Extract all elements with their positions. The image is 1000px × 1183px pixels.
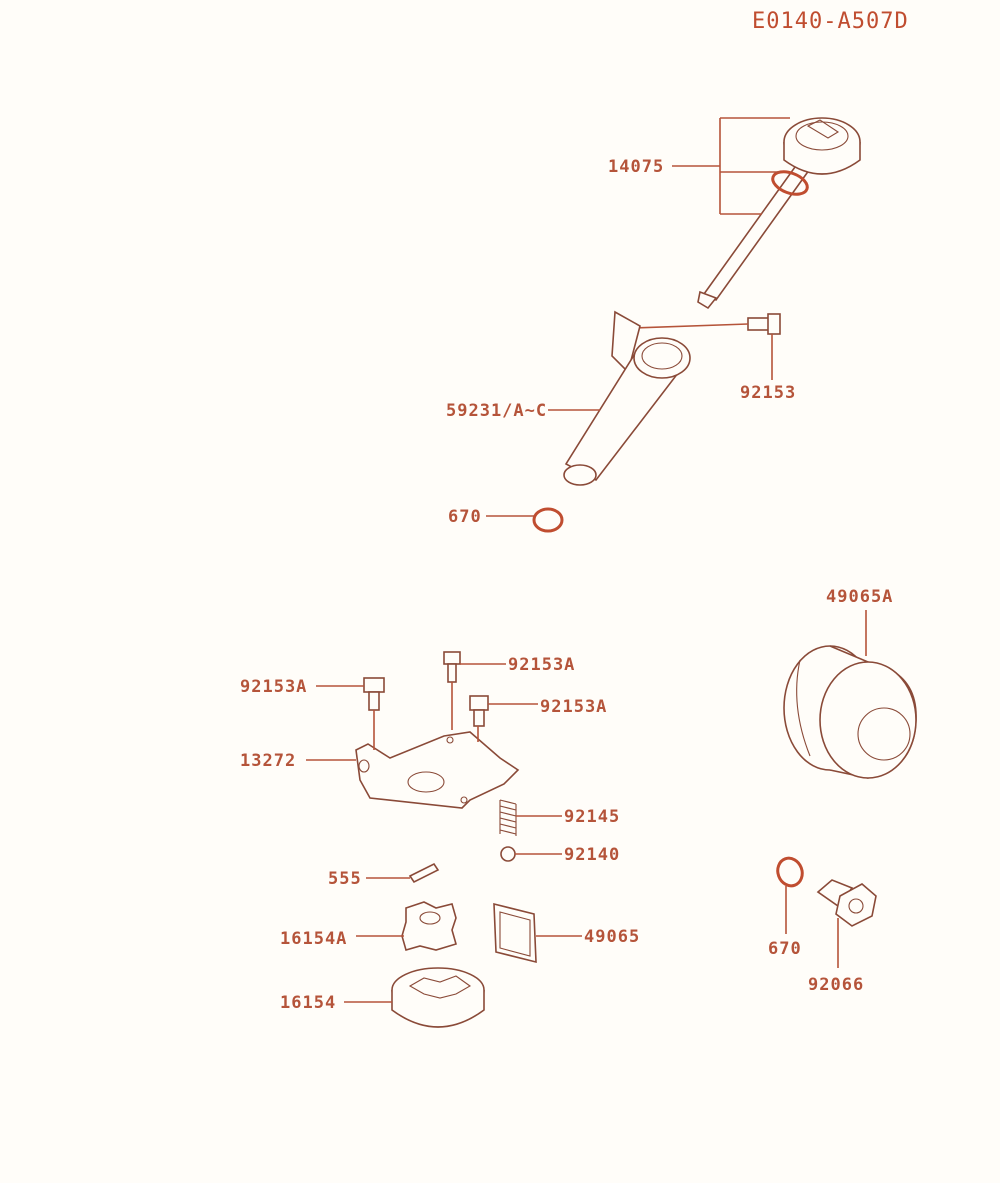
spring-92145: [499, 799, 517, 836]
label-49065A: 49065A: [826, 587, 893, 607]
label-92066: 92066: [808, 975, 864, 995]
label-92153: 92153: [740, 383, 796, 403]
bolt-92153A-2: [363, 677, 385, 711]
label-13272: 13272: [240, 751, 296, 771]
label-59231: 59231/A~C: [446, 401, 547, 421]
bolt-92153A-3: [469, 695, 489, 727]
bolt-92153A-1: [443, 651, 461, 683]
outer-rotor-16154: [391, 967, 485, 1028]
label-92153A-1: 92153A: [508, 655, 575, 675]
ball-92140: [500, 846, 516, 862]
plate-13272: [355, 731, 520, 809]
oil-filler-tube: [563, 310, 691, 486]
dipstick-assembly: [697, 117, 861, 310]
label-92140: 92140: [564, 845, 620, 865]
o-ring-670-top: [532, 507, 564, 533]
label-555: 555: [328, 869, 362, 889]
label-92153A-2: 92153A: [240, 677, 307, 697]
label-16154: 16154: [280, 993, 336, 1013]
oil-filter: [783, 645, 917, 779]
label-670-top: 670: [448, 507, 482, 527]
inner-rotor-16154A: [401, 901, 457, 951]
label-16154A: 16154A: [280, 929, 347, 949]
label-670-right: 670: [768, 939, 802, 959]
bolt-92153: [747, 313, 781, 335]
strainer-49065: [493, 902, 537, 964]
label-92145: 92145: [564, 807, 620, 827]
label-14075: 14075: [608, 157, 664, 177]
label-92153A-3: 92153A: [540, 697, 607, 717]
pin-555: [408, 862, 440, 884]
diagram-code: E0140-A507D: [752, 9, 909, 34]
drain-plug-92066: [816, 879, 877, 927]
label-49065: 49065: [584, 927, 640, 947]
o-ring-670-right: [776, 856, 804, 888]
